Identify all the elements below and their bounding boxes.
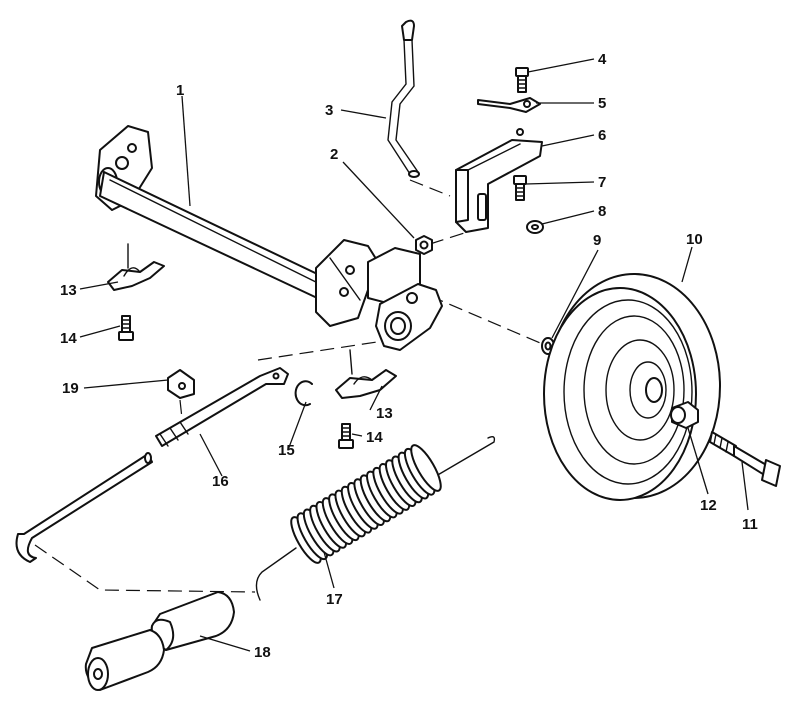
part-bolt-bracket [513, 175, 527, 201]
callout-7: 7 [598, 174, 606, 191]
callout-14-right: 14 [366, 429, 383, 446]
part-axle-assembly [95, 125, 443, 351]
callout-15: 15 [278, 442, 295, 459]
callout-17: 17 [326, 591, 343, 608]
callout-2: 2 [330, 146, 338, 163]
callout-12: 12 [700, 497, 717, 514]
callout-1: 1 [176, 82, 184, 99]
part-pivot-block [167, 369, 195, 399]
part-retaining-ring [294, 380, 313, 407]
part-bolt-right [338, 423, 354, 449]
callout-6: 6 [598, 127, 606, 144]
callout-10: 10 [686, 231, 703, 248]
callout-labels: 1 2 3 4 5 6 7 8 9 10 11 12 13 13 14 14 1… [60, 51, 758, 661]
part-bolt-left [118, 315, 134, 341]
leader-lines [79, 58, 749, 652]
part-bushing [670, 401, 699, 429]
callout-14-left: 14 [60, 330, 77, 347]
part-handle-grips [84, 591, 235, 691]
part-spring [255, 435, 496, 601]
part-clip [477, 97, 541, 113]
part-rod [155, 367, 289, 447]
callout-11: 11 [742, 516, 758, 533]
callout-3: 3 [325, 102, 333, 119]
part-lock-nut [415, 235, 433, 255]
part-bolt-small [515, 67, 529, 93]
part-clamp-right [335, 349, 397, 399]
callout-16: 16 [212, 473, 229, 490]
part-bracket [455, 128, 543, 233]
callout-8: 8 [598, 203, 606, 220]
part-clamp-left [107, 243, 165, 291]
part-bent-rod [15, 452, 153, 563]
part-washer-bracket [526, 220, 544, 234]
callout-9: 9 [593, 232, 601, 249]
callout-4: 4 [598, 51, 607, 68]
callout-19: 19 [62, 380, 79, 397]
callout-5: 5 [598, 95, 606, 112]
spring-coil [410, 444, 442, 492]
part-shoulder-bolt [709, 431, 781, 487]
part-wheel [543, 273, 721, 501]
callout-13-left: 13 [60, 282, 77, 299]
part-lift-rod [387, 19, 420, 178]
callout-18: 18 [254, 644, 271, 661]
callout-13-right: 13 [376, 405, 393, 422]
